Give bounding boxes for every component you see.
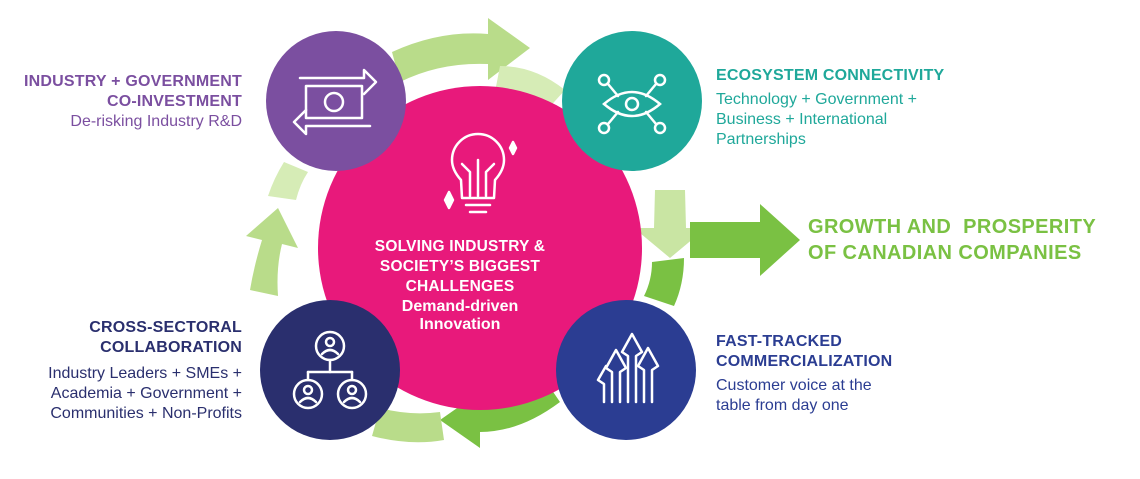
outcome-line-1: GROWTH AND PROSPERITY: [808, 216, 1097, 238]
upward-arrows-icon: [596, 332, 660, 404]
center-subtitle-2: Innovation: [419, 316, 501, 334]
right-arrow-icon: [690, 204, 800, 276]
cross-sectoral-sub-1: Industry Leaders + SMEs +: [48, 365, 242, 382]
outcome-line-2: OF CANADIAN COMPANIES: [808, 242, 1082, 265]
arrow-right: [634, 190, 706, 258]
co-investment-label: INDUSTRY + GOVERNMENT CO-INVESTMENT De-r…: [20, 72, 242, 132]
arrow-left: [246, 208, 298, 296]
fast-tracked-sub-1: Customer voice at the: [716, 377, 872, 394]
arrow-top-tail: [495, 66, 565, 112]
network-eye-icon: [597, 73, 667, 135]
fast-tracked-label: FAST-TRACKED COMMERCIALIZATION Customer …: [716, 332, 936, 416]
co-investment-heading-2: CO-INVESTMENT: [106, 93, 242, 110]
fast-tracked-heading-1: FAST-TRACKED: [716, 333, 842, 350]
co-investment-sub-1: De-risking Industry R&D: [70, 113, 242, 130]
cross-sectoral-heading-1: CROSS-SECTORAL: [89, 319, 242, 336]
ecosystem-sub-2: Business + International: [716, 111, 888, 128]
ecosystem-heading-1: ECOSYSTEM CONNECTIVITY: [716, 67, 945, 84]
center-label: SOLVING INDUSTRY & SOCIETY’S BIGGEST CHA…: [365, 237, 555, 334]
org-chart-people-icon: [292, 330, 368, 410]
co-investment-heading-1: INDUSTRY + GOVERNMENT: [23, 73, 242, 90]
fast-tracked-sub-2: table from day one: [716, 397, 849, 414]
ecosystem-circle: [562, 31, 702, 171]
outcome-label: GROWTH AND PROSPERITY OF CANADIAN COMPAN…: [808, 214, 1096, 267]
ecosystem-sub-1: Technology + Government +: [716, 91, 918, 108]
ecosystem-label: ECOSYSTEM CONNECTIVITY Technology + Gove…: [716, 66, 976, 150]
ecosystem-sub-3: Partnerships: [716, 131, 806, 148]
arrow-top: [392, 18, 530, 82]
center-title-2: SOCIETY’S BIGGEST: [379, 257, 541, 275]
cross-sectoral-sub-3: Communities + Non-Profits: [50, 405, 242, 422]
cross-sectoral-sub-2: Academia + Government +: [50, 385, 242, 402]
cross-sectoral-label: CROSS-SECTORAL COLLABORATION Industry Le…: [10, 318, 242, 424]
center-circle: [318, 86, 642, 410]
lightbulb-icon: [443, 132, 518, 214]
money-exchange-icon: [292, 68, 378, 136]
fast-tracked-heading-2: COMMERCIALIZATION: [716, 353, 893, 370]
arrow-bottom-tail: [372, 408, 444, 443]
cross-sectoral-heading-2: COLLABORATION: [100, 339, 242, 356]
center-title-1: SOLVING INDUSTRY &: [374, 238, 546, 255]
center-title-3: CHALLENGES: [405, 277, 515, 295]
co-investment-circle: [266, 31, 406, 171]
arrow-right-lower: [644, 258, 684, 306]
center-subtitle-1: Demand-driven: [401, 298, 519, 316]
fast-tracked-circle: [556, 300, 696, 440]
arrow-left-upper: [268, 162, 308, 200]
